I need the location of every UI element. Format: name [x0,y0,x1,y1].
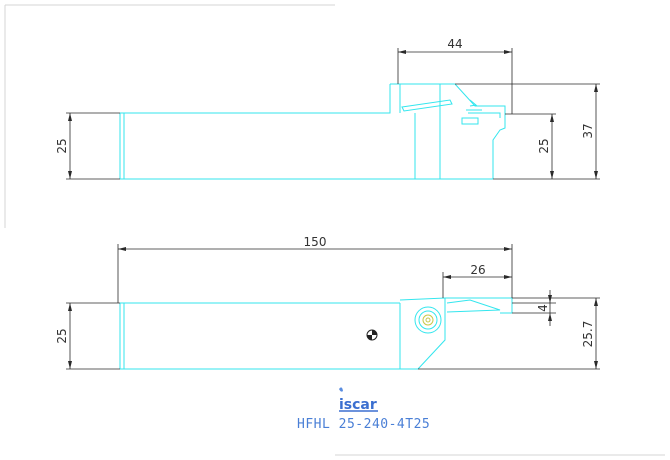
top-view-part [119,83,506,180]
dim-26-label: 26 [470,263,485,277]
top-view-dimensions: 44 25 25 37 [55,37,600,180]
bottom-view-part [119,297,513,370]
dim-44-label: 44 [447,37,462,51]
bottom-view-dimensions: 150 26 25 4 25.7 [55,235,600,370]
dim-25-top-right-label: 25 [537,138,551,153]
dim-150-label: 150 [304,235,327,249]
dim-25-7-label: 25.7 [581,321,595,348]
part-number-label: HFHL 25-240-4T25 [297,417,430,432]
dim-25-bottom-label: 25 [55,328,69,343]
dim-37-label: 37 [581,123,595,138]
sheet-border [4,4,665,456]
iscar-logo: iscar [339,387,378,413]
dim-4-label: 4 [536,304,550,312]
center-of-gravity-icon [366,329,378,341]
logo-text: iscar [339,397,377,413]
dim-25-top-left-label: 25 [55,138,69,153]
